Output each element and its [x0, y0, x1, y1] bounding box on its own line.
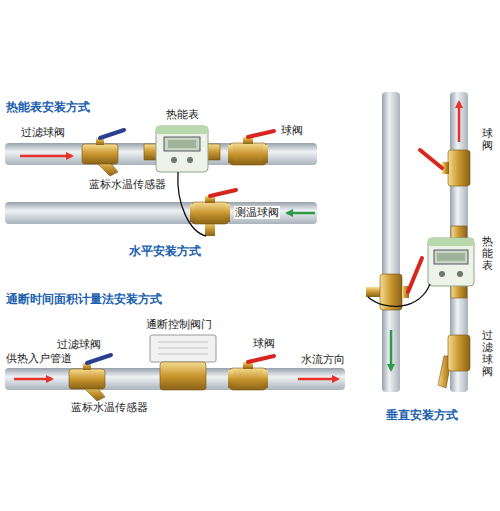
section-heading: 水平安装方式 [128, 244, 202, 258]
section-heading: 通断时间面积计量法安装方式 [5, 292, 163, 306]
part-label: 过滤球阀 [481, 330, 494, 378]
part-label: 过滤球阀 [20, 126, 66, 139]
part-label: 热能表 [481, 236, 494, 272]
part-label: 测温球阀 [234, 206, 280, 219]
part-label: 蓝标水温传感器 [70, 401, 149, 414]
part-label: 热能表 [165, 108, 200, 121]
part-label: 水流方向 [300, 353, 346, 366]
section-heading: 垂直安装方式 [385, 408, 459, 422]
section-heading: 热能表安装方式 [5, 100, 91, 114]
part-label: 球阀 [481, 128, 494, 152]
part-label: 蓝标水温传感器 [88, 178, 167, 191]
part-label: 供热入户管道 [5, 352, 73, 365]
part-label: 球阀 [252, 337, 276, 350]
part-label: 球阀 [280, 124, 304, 137]
part-label: 通断控制阀门 [145, 318, 213, 331]
part-label: 过滤球阀 [56, 338, 102, 351]
